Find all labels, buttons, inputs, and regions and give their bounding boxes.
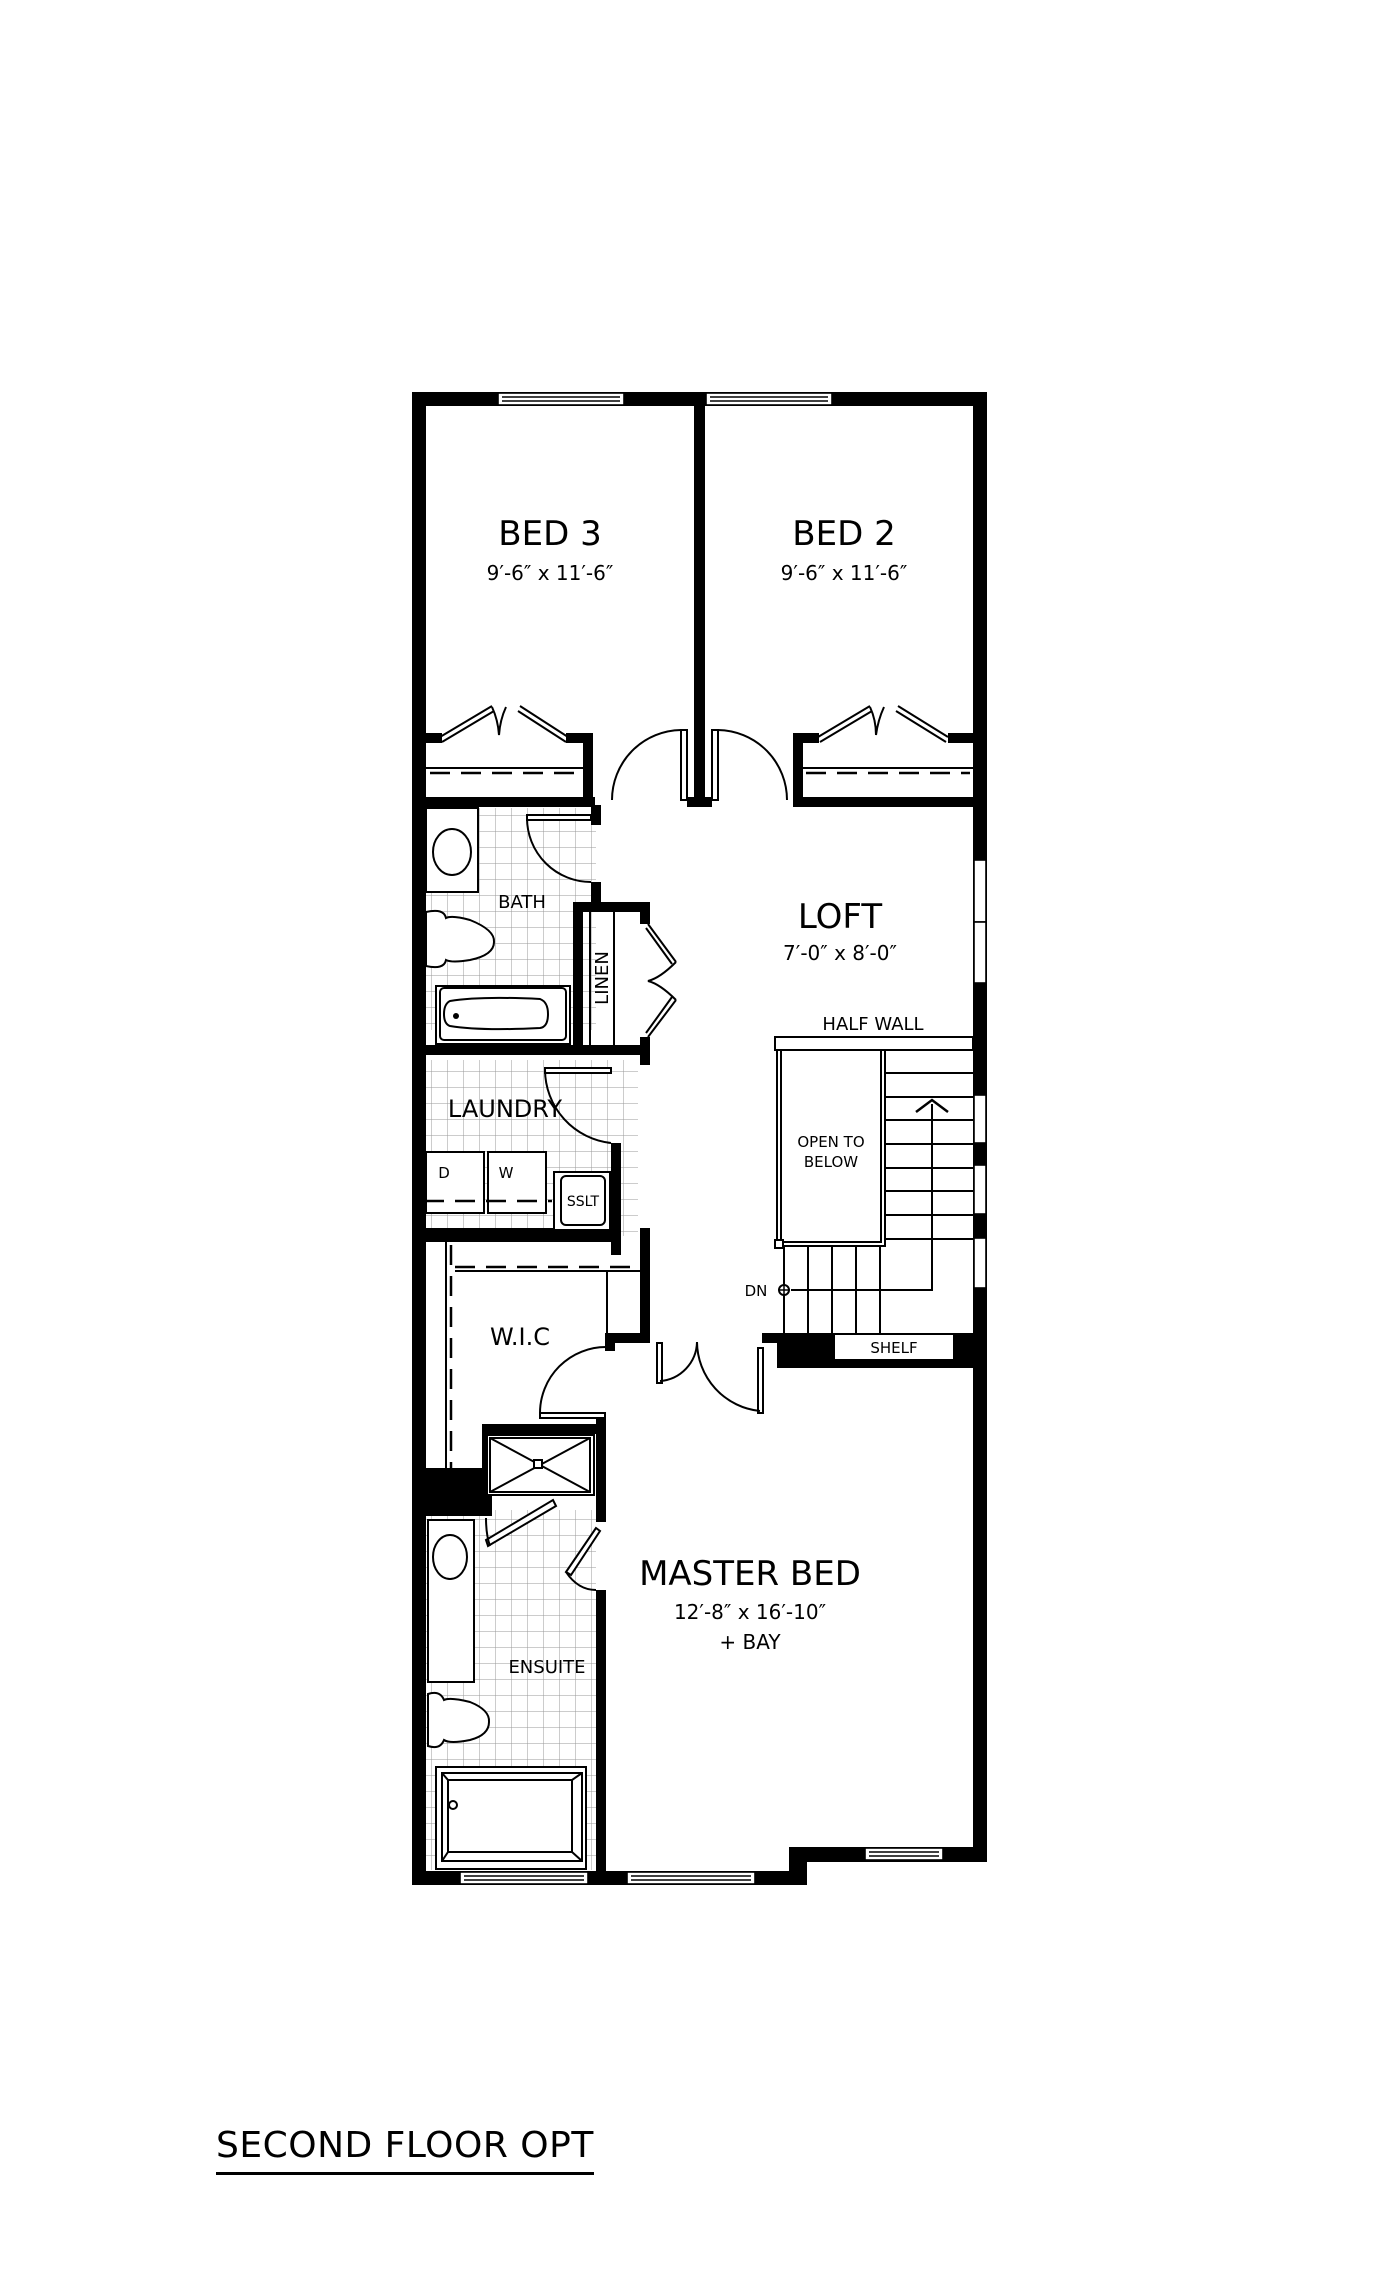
open-to-below-label-1: OPEN TO <box>797 1133 864 1151</box>
half-wall-label: HALF WALL <box>822 1014 923 1035</box>
windows <box>459 392 987 1885</box>
room-labels: BED 3 9′-6″ x 11′-6″ BED 2 9′-6″ x 11′-6… <box>438 514 923 1678</box>
washer-label: W <box>499 1164 514 1182</box>
bath-fixtures <box>425 807 592 1045</box>
room-name-bed2: BED 2 <box>792 514 895 554</box>
room-dims-bed2: 9′-6″ x 11′-6″ <box>781 561 908 585</box>
room-name-laundry: LAUNDRY <box>448 1095 562 1123</box>
shelf <box>833 1333 955 1361</box>
room-name-linen: LINEN <box>592 951 613 1005</box>
dryer-label: D <box>438 1164 450 1182</box>
room-name-ensuite: ENSUITE <box>508 1657 585 1678</box>
room-dims-master: 12′-8″ x 16′-10″ <box>674 1600 826 1624</box>
bed-doors <box>611 729 788 801</box>
wic-shelving <box>445 1242 640 1468</box>
room-name-bath: BATH <box>498 892 546 913</box>
open-to-below-label-2: BELOW <box>804 1153 858 1171</box>
interior-walls <box>412 392 987 1880</box>
bed2-closet <box>803 705 973 775</box>
room-dims-loft: 7′-0″ x 8′-0″ <box>783 941 897 965</box>
shelf-label: SHELF <box>870 1339 917 1357</box>
room-name-master: MASTER BED <box>639 1554 861 1594</box>
room-extra-master: + BAY <box>719 1630 781 1654</box>
room-name-bed3: BED 3 <box>498 514 601 554</box>
room-name-wic: W.I.C <box>490 1323 550 1351</box>
sink-label: SSLT <box>567 1194 600 1210</box>
room-name-loft: LOFT <box>798 897 882 937</box>
bed3-closet <box>426 705 583 775</box>
ensuite-fixtures <box>427 1434 602 1870</box>
plan-title: SECOND FLOOR OPT <box>216 2125 594 2175</box>
staircase <box>774 1036 974 1361</box>
laundry-fixtures <box>424 1067 612 1231</box>
linen-closet <box>589 912 677 1045</box>
room-dims-bed3: 9′-6″ x 11′-6″ <box>487 561 614 585</box>
stairs-down-label: DN <box>745 1282 768 1300</box>
master-double-door <box>656 1333 777 1414</box>
